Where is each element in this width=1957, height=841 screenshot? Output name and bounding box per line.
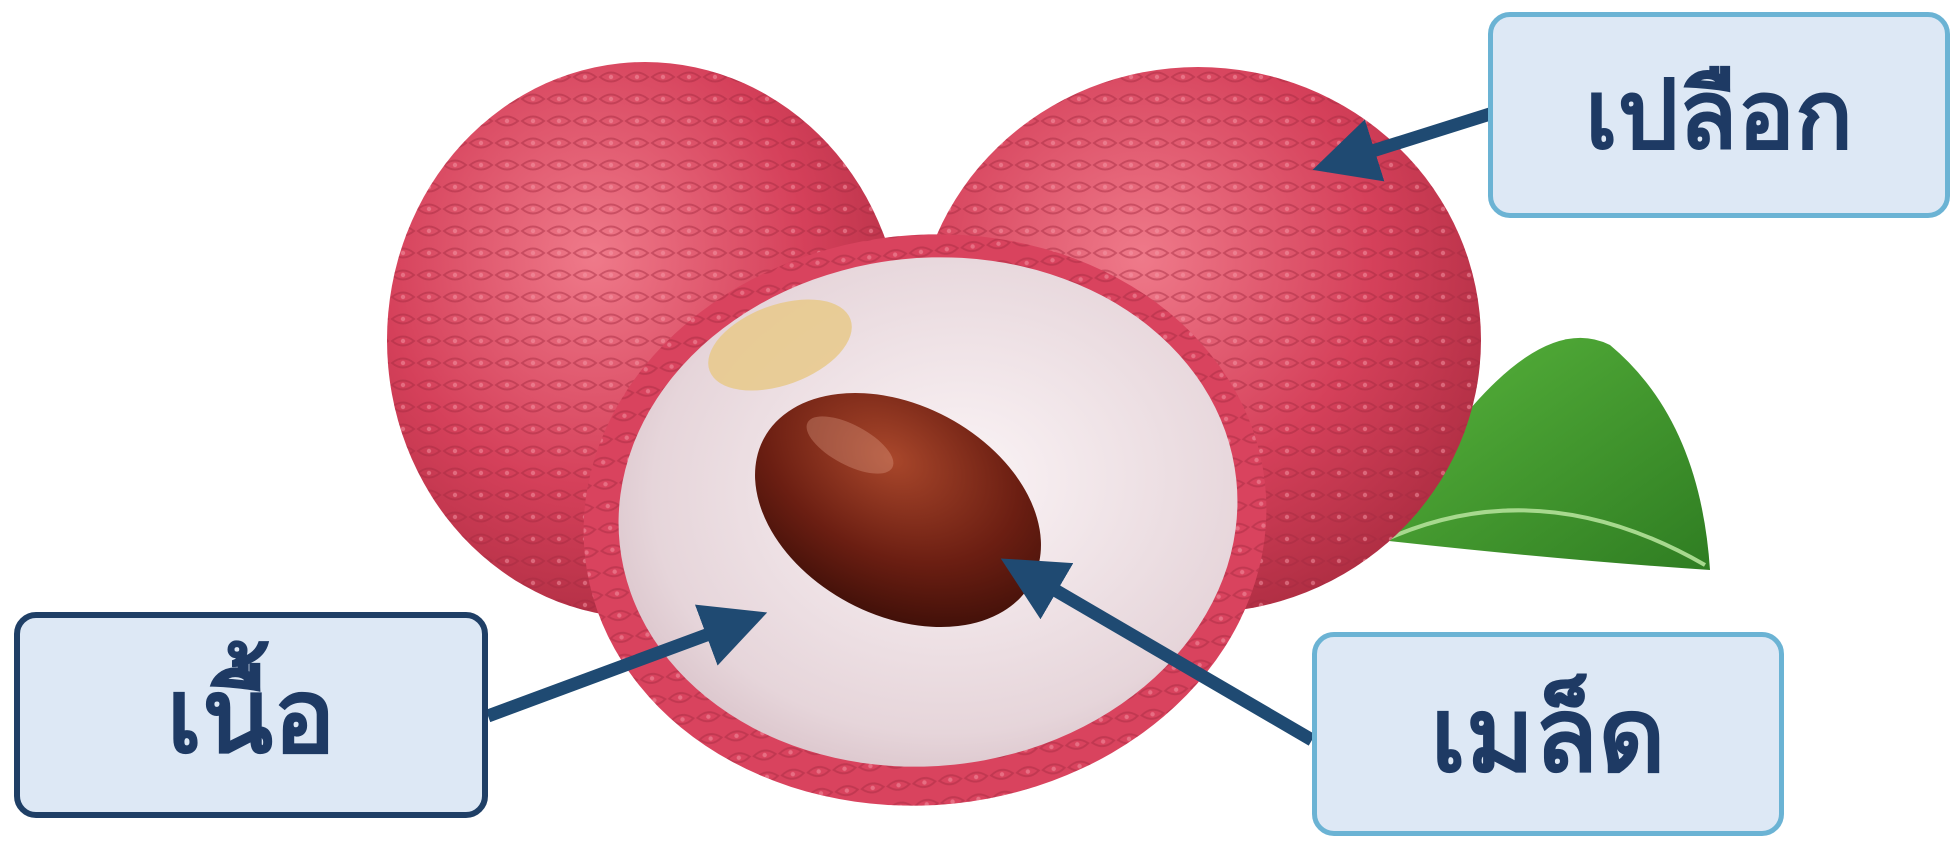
label-flesh-text: เนื้อ xyxy=(166,633,335,798)
label-seed-text: เมล็ด xyxy=(1430,652,1665,817)
label-flesh: เนื้อ xyxy=(14,612,488,818)
label-skin-text: เปลือก xyxy=(1585,39,1853,191)
label-seed: เมล็ด xyxy=(1312,632,1784,836)
label-skin: เปลือก xyxy=(1488,12,1950,218)
